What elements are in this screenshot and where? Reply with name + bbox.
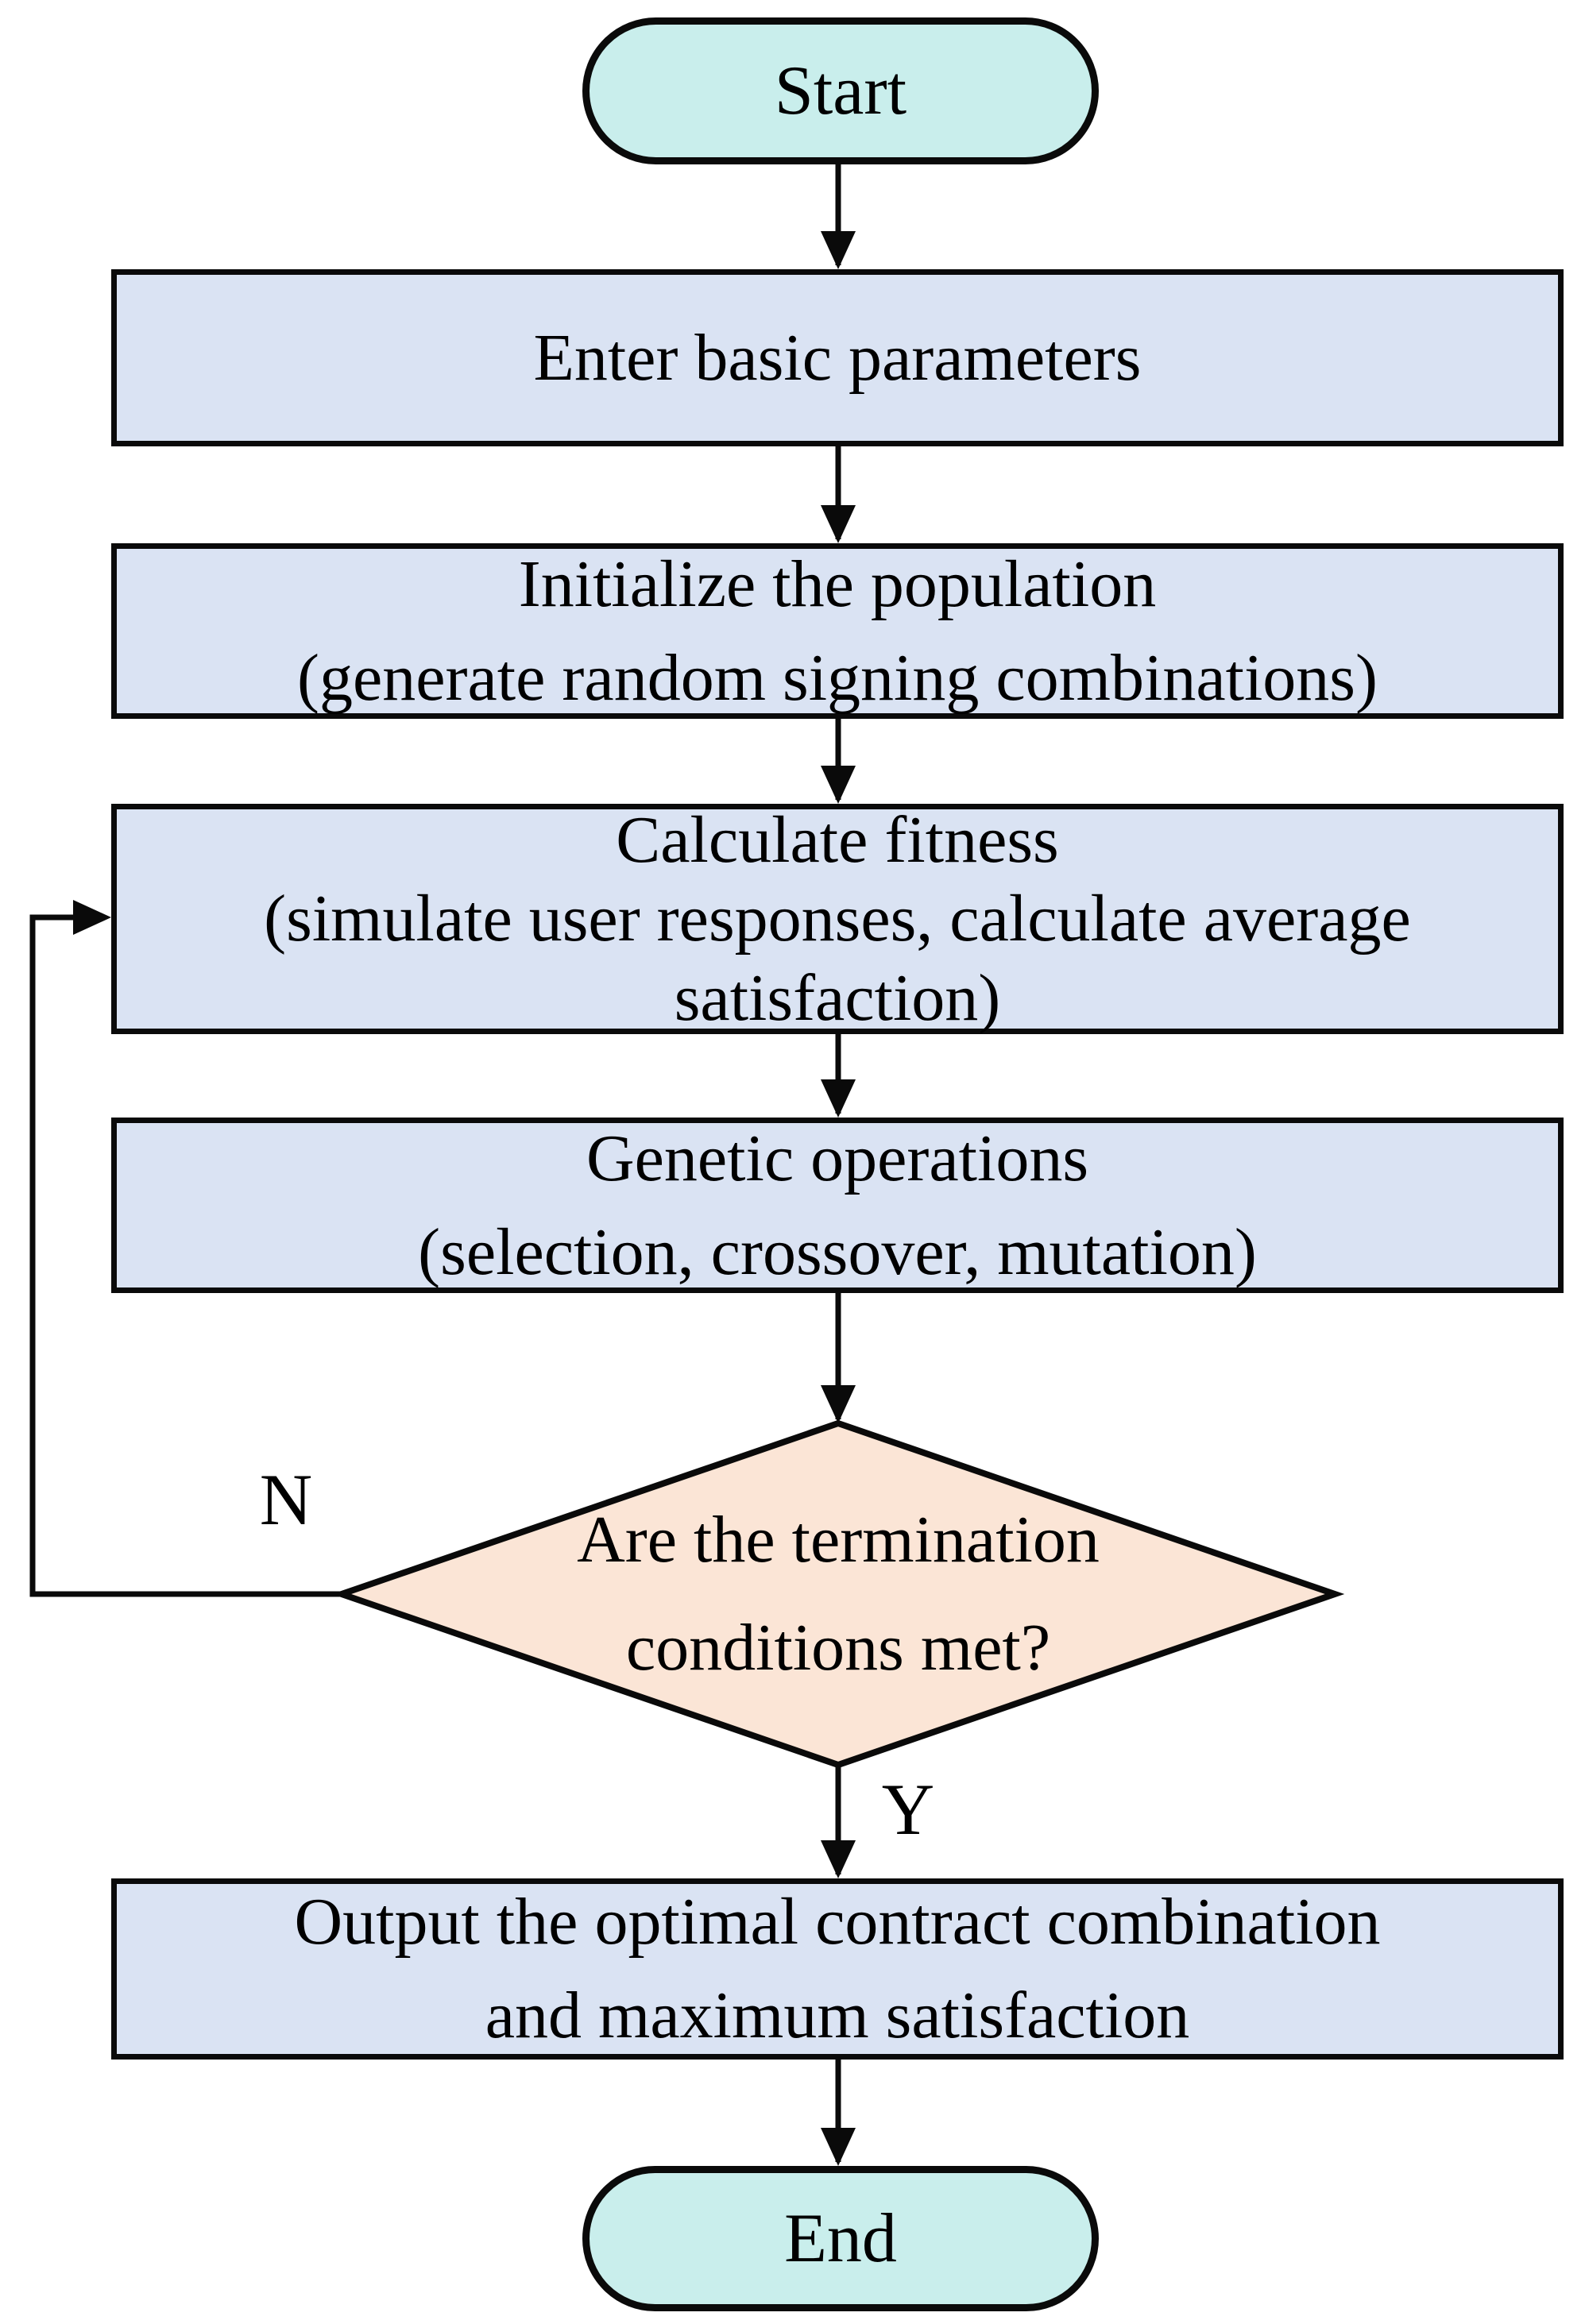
node-calculate-fitness: Calculate fitness (simulate user respons… — [111, 803, 1564, 1035]
edge-initialize-to-fitness — [821, 719, 856, 804]
edge-output-to-end — [821, 2060, 856, 2166]
edge-start-to-enter — [821, 163, 856, 269]
arrowhead-icon — [821, 1385, 856, 1423]
node-label-line: (simulate user responses, calculate aver… — [264, 882, 1411, 956]
node-label-line: conditions met? — [625, 1611, 1051, 1685]
node-end: End — [582, 2166, 1099, 2311]
node-label-line: Output the optimal contract combination — [294, 1885, 1381, 1959]
node-start: Start — [582, 17, 1099, 164]
edge-enter-to-initialize — [821, 446, 856, 543]
node-decision-label: Are the termination conditions met? — [342, 1423, 1335, 1765]
node-label-line: Genetic operations — [586, 1121, 1089, 1195]
arrowhead-icon — [821, 1079, 856, 1118]
node-label-line: satisfaction) — [674, 960, 1001, 1035]
arrowhead-icon — [821, 505, 856, 543]
node-output: Output the optimal contract combination … — [111, 1878, 1564, 2060]
node-end-label: End — [784, 2199, 897, 2277]
node-enter-parameters: Enter basic parameters — [111, 269, 1564, 446]
arrowhead-icon — [821, 1840, 856, 1878]
node-label-line: Enter basic parameters — [533, 320, 1142, 395]
arrowhead-icon — [73, 900, 111, 935]
node-label-line: and maximum satisfaction — [485, 1978, 1190, 2052]
edge-label-no: N — [259, 1459, 313, 1540]
node-label-line: (generate random signing combinations) — [297, 640, 1378, 715]
edge-label-yes: Y — [881, 1769, 935, 1850]
node-start-label: Start — [774, 52, 907, 129]
node-label-line: Calculate fitness — [616, 803, 1059, 878]
node-label-line: (selection, crossover, mutation) — [418, 1214, 1257, 1289]
edge-decision-yes-to-output — [821, 1765, 856, 1878]
node-genetic-operations: Genetic operations (selection, crossover… — [111, 1118, 1564, 1293]
edge-decision-no-loop — [29, 900, 345, 1597]
node-label-line: Initialize the population — [518, 546, 1157, 621]
arrowhead-icon — [821, 766, 856, 804]
arrowhead-icon — [821, 231, 856, 269]
node-label-line: Are the termination — [577, 1502, 1100, 1577]
arrowhead-icon — [821, 2128, 856, 2166]
edge-fitness-to-genetic — [821, 1034, 856, 1118]
edge-genetic-to-decision — [821, 1293, 856, 1423]
node-initialize-population: Initialize the population (generate rand… — [111, 543, 1564, 719]
